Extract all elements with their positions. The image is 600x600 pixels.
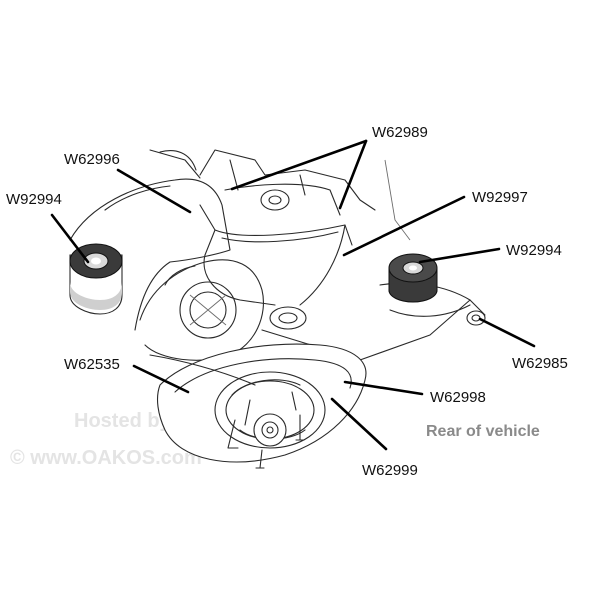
leader-w62985 [478,317,536,348]
label-w92994-left: W92994 [6,191,62,208]
label-w62989: W62989 [372,124,428,141]
leader-w92997 [342,195,466,257]
label-w62999: W62999 [362,462,418,479]
bushing-left [69,243,123,315]
label-w62998: W62998 [430,389,486,406]
leader-w92994-left [50,213,90,264]
label-w62535: W62535 [64,356,120,373]
watermark-line2: © www.OAKOS.com [10,447,202,469]
suspension-line-art [69,149,486,469]
leader-w62998 [343,380,424,396]
ball-joint-end [466,310,486,326]
leader-lines [50,139,536,451]
leader-w62996 [116,168,192,214]
rear-of-vehicle-caption: Rear of vehicle [426,423,540,440]
leader-w62999 [330,397,388,451]
leader-w92994-right [418,247,501,264]
watermark: Hosted by © www.OAKOS.com [10,410,202,469]
label-w62996: W62996 [64,151,120,168]
label-w92994-right: W92994 [506,242,562,259]
leader-w62989-b [338,139,368,210]
label-w92997: W92997 [472,189,528,206]
watermark-line1: Hosted by [74,410,172,432]
leader-w62535 [132,364,190,394]
part-labels: W92994 W62996 W62989 W92997 W92994 W6298… [6,124,568,479]
leader-w62989-a [230,139,368,191]
bushing-right [388,253,438,303]
label-w62985: W62985 [512,355,568,372]
